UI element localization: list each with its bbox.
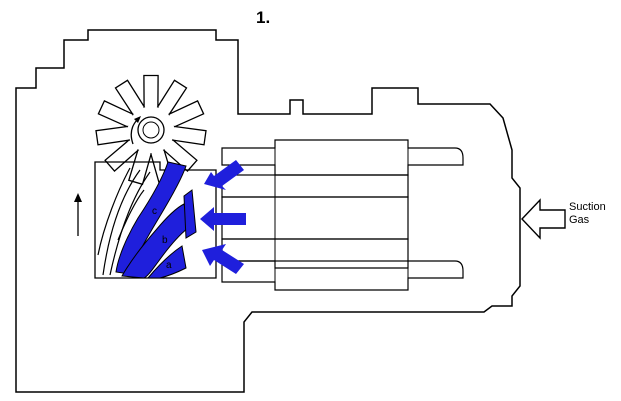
suction-gas-label: Suction Gas <box>569 201 606 227</box>
marker-c: c <box>152 206 157 217</box>
piston-rod-middle <box>222 197 408 239</box>
suction-gas-arrow-icon <box>522 200 565 238</box>
marker-a: a <box>166 260 172 271</box>
compressed-gas-region <box>116 162 196 278</box>
suction-label-line2: Gas <box>569 214 606 227</box>
gate-rotor <box>96 76 206 185</box>
suction-label-line1: Suction <box>569 201 606 214</box>
marker-b: b <box>162 235 168 246</box>
gas-flow-arrow-lower-icon <box>202 244 244 274</box>
compressor-housing-outline <box>16 30 520 392</box>
gas-flow-arrow-middle-icon <box>200 207 246 231</box>
cylinder-block-bottom <box>222 261 463 290</box>
piston-rod-lower <box>222 239 408 261</box>
cylinder-block <box>222 140 463 175</box>
piston-rod-upper <box>222 175 408 197</box>
up-arrow-icon <box>74 193 82 236</box>
